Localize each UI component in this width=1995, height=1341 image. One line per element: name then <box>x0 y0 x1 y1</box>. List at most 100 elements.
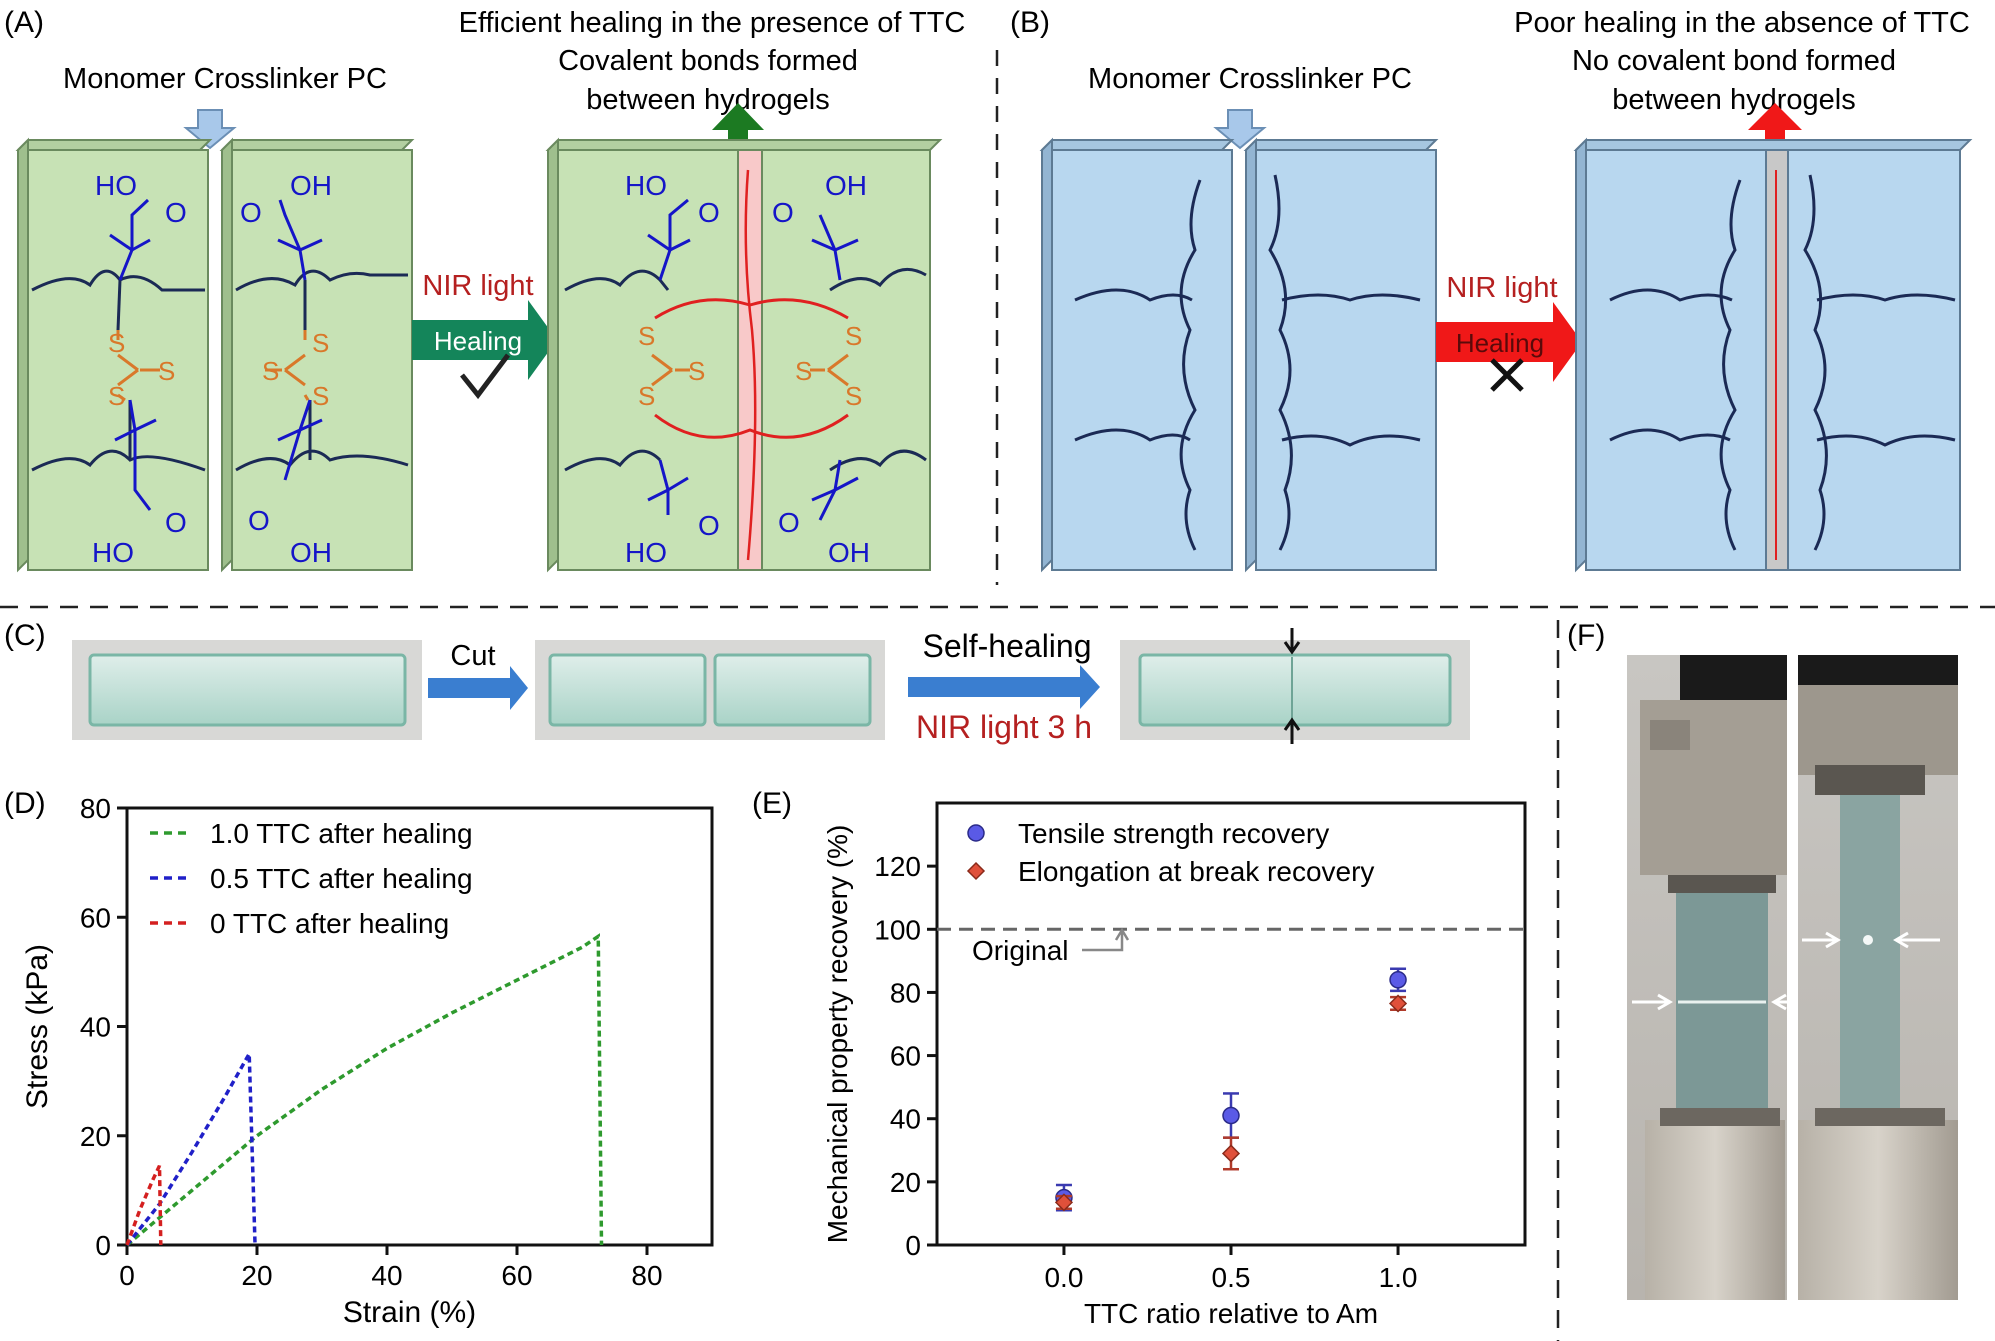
panel-a-nir-label: NIR light <box>422 270 533 302</box>
tensile-photo-2 <box>1798 655 1958 1300</box>
chart-e-point-tensile <box>1222 1106 1240 1125</box>
chart-d-xtick-label: 80 <box>631 1260 662 1291</box>
hydrogel-piece-right <box>713 653 872 727</box>
chart-d-ytick-label: 20 <box>80 1121 111 1152</box>
polymer-chain-a1 <box>31 269 206 472</box>
down-arrow-b-icon <box>1213 109 1267 150</box>
panel-b-nir-label: NIR light <box>1446 272 1557 304</box>
chart-e-legend-marker <box>966 861 986 881</box>
up-arrow-green-icon <box>712 103 764 158</box>
chart-e-point-tensile <box>1389 971 1407 989</box>
panel-b-top-title: Poor healing in the absence of TTC <box>1514 7 1970 39</box>
carboxyl-group-a1 <box>109 198 157 511</box>
panel-a-label: (A) <box>4 6 44 39</box>
panel-b-no-bond-line2: between hydrogels <box>1612 84 1855 116</box>
chart-d-legend-label: 0.5 TTC after healing <box>210 863 473 894</box>
panel-a-top-title: Efficient healing in the presence of TTC <box>459 7 966 39</box>
hydrogel-specimen-1 <box>1676 893 1768 1133</box>
panel-b-healing-label: Healing <box>1456 328 1544 358</box>
hydrogel-strip-healed <box>1138 653 1452 727</box>
chem-s-a1-3: S <box>108 381 125 411</box>
chem-o-a3-bottom: O <box>698 510 720 541</box>
chem-o-a4-top: O <box>772 197 794 228</box>
seam-arrow-bottom-icon <box>1283 717 1301 744</box>
interface-bond-a <box>744 169 757 561</box>
chart-d-ylabel: Stress (kPa) <box>21 944 54 1109</box>
chart-e-series <box>1054 967 1408 1212</box>
polymer-chain-a3 <box>564 267 927 472</box>
chart-d-series-line <box>125 1165 163 1246</box>
chem-s-a1-1: S <box>108 328 125 358</box>
healing-arrow-a <box>412 300 557 380</box>
chem-oh-a2-top: OH <box>290 170 332 201</box>
panel-a-covalent-line1: Covalent bonds formed <box>558 45 858 77</box>
chart-e-legend-label: Elongation at break recovery <box>1018 856 1374 887</box>
tensile-photo-1 <box>1627 655 1822 1300</box>
carboxyl-groups-a3 <box>647 198 859 521</box>
chem-s-a1-2: S <box>158 356 175 386</box>
ttc-groups-a3 <box>651 353 849 387</box>
chart-e-xtick-label: 1.0 <box>1379 1262 1418 1293</box>
cross-icon <box>1490 358 1524 392</box>
carboxyl-group-a2 <box>277 199 323 481</box>
cut-label: Cut <box>450 640 495 672</box>
gel-block-b2 <box>1243 137 1439 573</box>
checkmark-icon <box>460 353 510 400</box>
panel-a: (A) Efficient healing in the presence of… <box>4 6 966 573</box>
chart-e-xlabel: TTC ratio relative to Am <box>1084 1298 1378 1329</box>
chem-s-a3-2: S <box>688 356 705 386</box>
chem-o-a1-top: O <box>165 197 187 228</box>
ttc-group-a1 <box>116 330 160 402</box>
chart-d-series-line <box>125 933 604 1247</box>
self-healing-arrow <box>908 665 1100 709</box>
chart-d-legend-label: 0 TTC after healing <box>210 908 449 939</box>
chem-ho-a1-bottom: HO <box>92 537 134 568</box>
chart-d-xtick-label: 60 <box>501 1260 532 1291</box>
chart-d-ytick-label: 80 <box>80 793 111 824</box>
white-arrow-left-1-icon <box>1632 993 1673 1011</box>
polymer-chains-b <box>1074 174 1421 551</box>
gel-block-b1 <box>1039 137 1235 573</box>
hydrogel-strip-intact <box>88 653 407 727</box>
chart-d-xtick-label: 40 <box>371 1260 402 1291</box>
chem-s-a3-1: S <box>638 321 655 351</box>
chem-s-a2-3: S <box>312 381 329 411</box>
ttc-group-a2 <box>265 330 310 401</box>
panel-f: (F) <box>1567 619 1958 1300</box>
up-arrow-red-icon <box>1748 103 1802 158</box>
chem-s-a4-3: S <box>845 381 862 411</box>
healed-spot-2 <box>1863 935 1873 945</box>
chem-o-a4-bottom: O <box>778 507 800 538</box>
panel-a-covalent-line2: between hydrogels <box>586 84 829 116</box>
chart-e-xtick-label: 0.5 <box>1212 1262 1251 1293</box>
hydrogel-specimen-2 <box>1840 795 1900 1130</box>
chart-e-ytick-label: 60 <box>890 1041 921 1072</box>
white-arrow-right-2-icon <box>1893 931 1940 949</box>
chart-e-ytick-label: 40 <box>890 1104 921 1135</box>
chart-d-xlabel: Strain (%) <box>343 1296 476 1329</box>
chart-e-point-elongation <box>1388 994 1408 1013</box>
panel-c: (C) Cut Self-healing NIR light 3 h <box>4 619 1470 745</box>
chart-d-series <box>125 933 604 1247</box>
polymer-chain-a2 <box>235 269 409 472</box>
hydrogel-piece-left <box>548 653 707 727</box>
panel-b-label: (B) <box>1010 6 1050 39</box>
chem-ho-a3-top: HO <box>625 170 667 201</box>
chart-e-reference-label: Original <box>972 935 1068 966</box>
panel-a-healing-label: Healing <box>434 326 522 356</box>
chart-d-ytick-label: 60 <box>80 902 111 933</box>
healing-arrow-b <box>1436 302 1582 382</box>
chem-s-a4-1: S <box>845 321 862 351</box>
chart-e-ytick-label: 100 <box>874 914 921 945</box>
white-arrow-left-2-icon <box>1802 931 1841 949</box>
chem-s-a4-2: S <box>795 356 812 386</box>
panel-a-monomer-label: Monomer Crosslinker PC <box>63 63 387 95</box>
chart-e-legend-label: Tensile strength recovery <box>1018 818 1329 849</box>
gel-block-a-healed <box>545 137 943 573</box>
cut-arrow <box>428 666 528 710</box>
chem-s-a2-2: S <box>262 356 279 386</box>
